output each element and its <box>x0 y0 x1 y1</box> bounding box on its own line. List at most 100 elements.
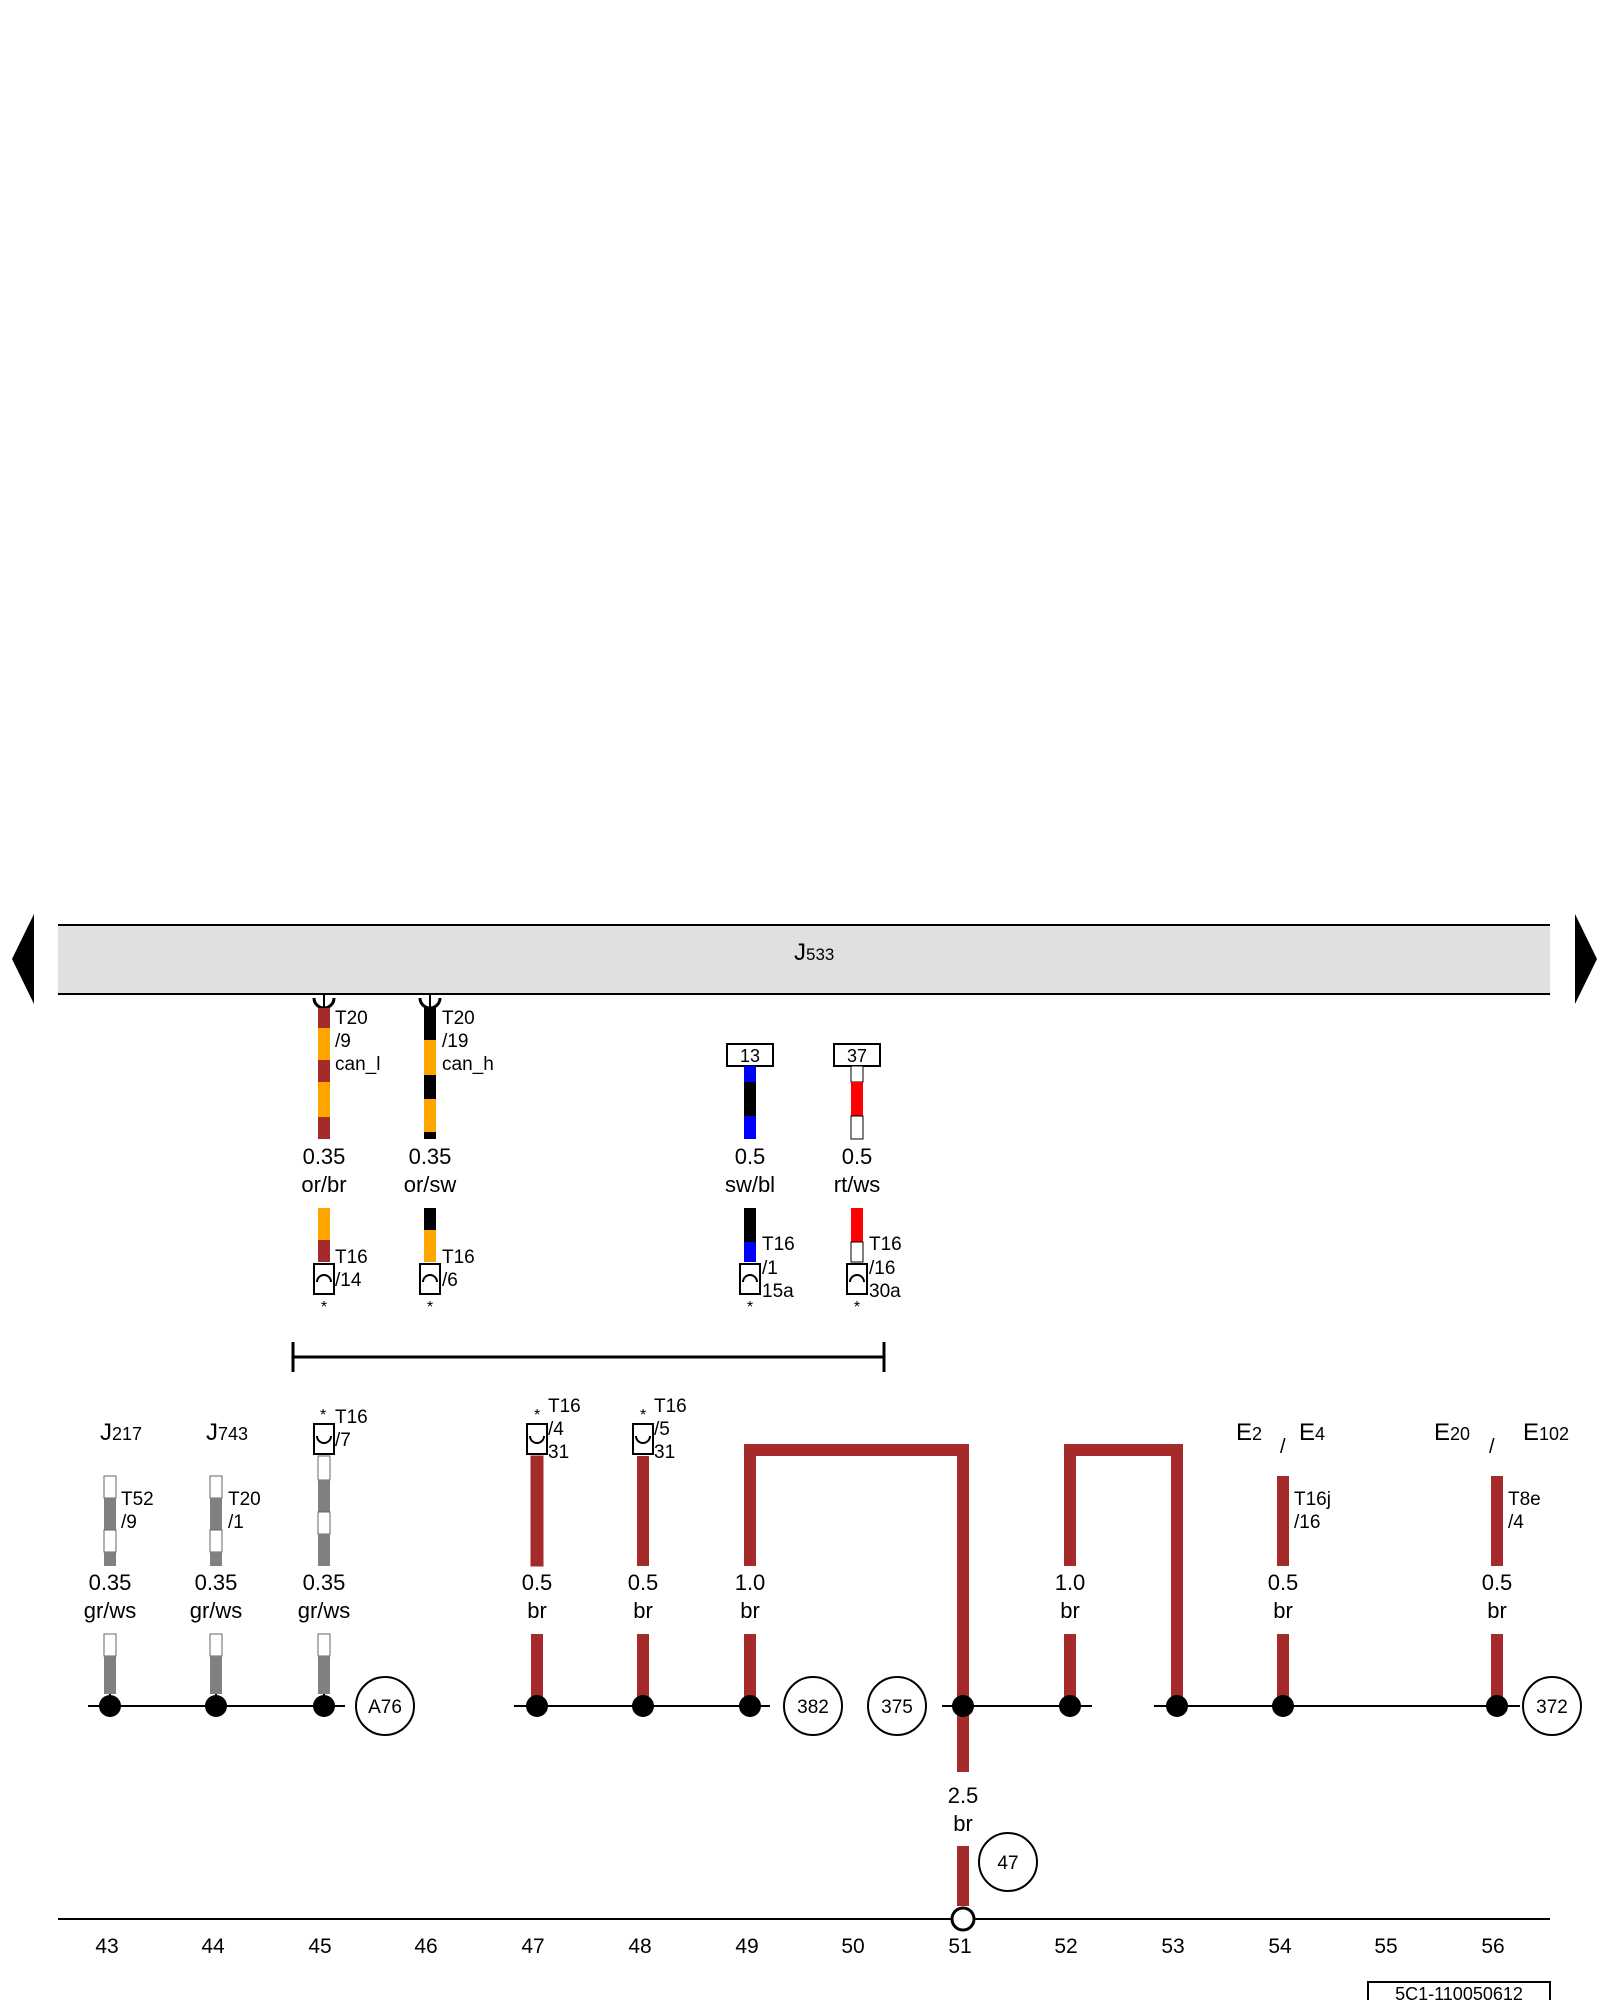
connector-box <box>846 1263 868 1295</box>
component-label-j533: J533 <box>794 939 834 966</box>
ref-372[interactable]: 372 <box>1522 1676 1582 1736</box>
triangle-right-icon[interactable] <box>1575 914 1597 1004</box>
track-number: 56 <box>1481 1935 1504 1958</box>
wire-size: 0.5 <box>522 1570 553 1595</box>
connector-label: T16 <box>548 1396 581 1417</box>
wire-size: 1.0 <box>735 1570 766 1595</box>
ref-label: 372 <box>1536 1697 1568 1718</box>
pin-label: /4 <box>548 1419 564 1440</box>
connector-t16-4: * T16 /4 31 <box>526 1396 581 1463</box>
connector-label: T16 <box>335 1407 368 1428</box>
wire-color: br <box>633 1598 653 1623</box>
junction-dot <box>205 1695 227 1717</box>
track-number: 45 <box>308 1935 331 1958</box>
track-number: 44 <box>201 1935 225 1958</box>
wire-size: 0.5 <box>1482 1570 1513 1595</box>
wire-color: br <box>1060 1598 1080 1623</box>
track-numbers: 43 44 45 46 47 48 49 50 51 52 53 54 55 5… <box>95 1935 1504 1958</box>
pin-label: /19 <box>442 1031 468 1052</box>
junction-dot <box>1059 1695 1081 1717</box>
signal-label: can_l <box>335 1054 380 1075</box>
connector-label: T8e <box>1508 1489 1541 1510</box>
track-number: 52 <box>1054 1935 1077 1958</box>
connector-box <box>739 1263 761 1295</box>
track-number: 54 <box>1268 1935 1292 1958</box>
wire-pin-13: 13 0.5 sw/bl T16 /1 15a * <box>725 1043 795 1316</box>
connector-label: T16 <box>335 1247 368 1268</box>
wire-size: 0.35 <box>303 1144 346 1169</box>
star-marker: * <box>427 1299 433 1316</box>
connector-box <box>313 1263 335 1295</box>
wire-size: 0.5 <box>1268 1570 1299 1595</box>
junction-dot <box>632 1695 654 1717</box>
ref-label: 382 <box>797 1697 829 1718</box>
component-label-e2: E2 <box>1236 1419 1262 1446</box>
wire-color: gr/ws <box>298 1598 351 1623</box>
wire-gr-ws-44 <box>209 1475 223 1706</box>
wire-br-52-loop <box>1064 1444 1183 1706</box>
connector-t16-5: * T16 /5 31 <box>632 1396 687 1463</box>
wire-size: 0.5 <box>735 1144 766 1169</box>
star-marker: * <box>640 1407 646 1424</box>
slash-separator: / <box>1489 1436 1495 1458</box>
terminal-label: 15a <box>762 1281 794 1302</box>
wire-color: gr/ws <box>190 1598 243 1623</box>
wire-size: 2.5 <box>948 1783 979 1808</box>
track-number: 43 <box>95 1935 118 1958</box>
wire-color: or/br <box>301 1172 346 1197</box>
wire-labels-lower: 0.35 gr/ws 0.35 gr/ws 0.35 gr/ws 0.5 br … <box>84 1570 1513 1836</box>
wire-size: 0.5 <box>628 1570 659 1595</box>
wire-br-56 <box>1491 1476 1503 1706</box>
wire-color: br <box>953 1811 973 1836</box>
pin-label: /14 <box>335 1270 362 1291</box>
signal-label: can_h <box>442 1054 494 1075</box>
terminal-label: 31 <box>654 1442 675 1463</box>
component-bar-j533: J533 <box>58 924 1550 995</box>
connector-label: T20 <box>228 1489 261 1510</box>
track-number: 53 <box>1161 1935 1184 1958</box>
wire-br-47 <box>530 1455 544 1706</box>
junction-dot <box>313 1695 335 1717</box>
junction-dot <box>526 1695 548 1717</box>
connector-t16-7: * T16 /7 <box>313 1407 368 1455</box>
pin-label: /9 <box>121 1512 137 1533</box>
wire-br-54 <box>1277 1476 1289 1706</box>
pin-label: /6 <box>442 1270 458 1291</box>
wire-color: br <box>1487 1598 1507 1623</box>
component-label-e20: E20 <box>1434 1419 1470 1446</box>
ref-375[interactable]: 375 <box>867 1676 927 1736</box>
wire-color: rt/ws <box>834 1172 880 1197</box>
slash-separator: / <box>1280 1436 1286 1458</box>
wire-pin-37: 37 0.5 rt/ws T16 /16 30a * <box>833 1043 902 1316</box>
junction-dot <box>1272 1695 1294 1717</box>
wire-gr-ws-43 <box>103 1475 117 1706</box>
star-marker: * <box>320 1407 326 1424</box>
track-number: 47 <box>521 1935 544 1958</box>
wire-color: gr/ws <box>84 1598 137 1623</box>
wire-br-48 <box>637 1456 649 1706</box>
document-id: 5C1-110050612 <box>1367 1981 1551 2000</box>
track-number: 50 <box>841 1935 864 1958</box>
ref-382[interactable]: 382 <box>783 1676 843 1736</box>
wire-size: 1.0 <box>1055 1570 1086 1595</box>
pin-label: /9 <box>335 1031 351 1052</box>
wire-size: 0.35 <box>303 1570 346 1595</box>
ref-47[interactable]: 47 <box>978 1832 1038 1892</box>
ref-label: 47 <box>997 1853 1018 1874</box>
junction-dot <box>99 1695 121 1717</box>
track-number: 48 <box>628 1935 651 1958</box>
ref-a76[interactable]: A76 <box>355 1676 415 1736</box>
track-number: 55 <box>1374 1935 1397 1958</box>
connector-label: T20 <box>335 1008 368 1029</box>
star-marker: * <box>321 1299 327 1316</box>
star-marker: * <box>747 1299 753 1316</box>
component-label-j217: J217 <box>100 1419 142 1446</box>
ref-label: 375 <box>881 1697 913 1718</box>
triangle-left-icon[interactable] <box>12 914 34 1004</box>
pin-label: /5 <box>654 1419 670 1440</box>
wire-can-l: T20 /9 can_l 0.35 or/br T16 /14 * <box>301 993 380 1316</box>
pin-label: /1 <box>228 1512 244 1533</box>
star-marker: * <box>854 1299 860 1316</box>
wire-br-49-loop <box>744 1444 969 1706</box>
